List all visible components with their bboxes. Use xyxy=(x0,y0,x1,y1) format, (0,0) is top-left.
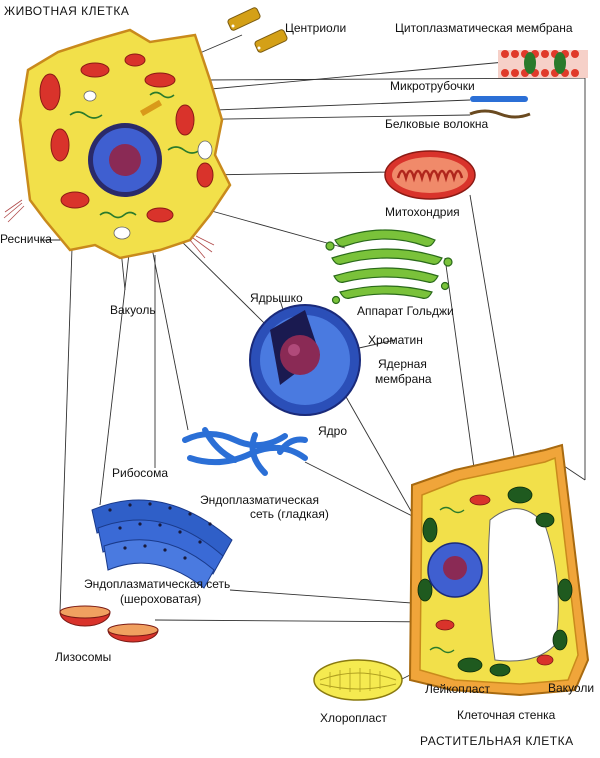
label-ribosome: Рибосома xyxy=(112,466,168,480)
rough-er-illustration xyxy=(91,499,233,589)
smooth-er-illustration xyxy=(182,427,308,476)
label-protein-fibers: Белковые волокна xyxy=(385,117,489,131)
label-nuclear-membrane-line1: Ядерная xyxy=(378,357,427,371)
label-golgi: Аппарат Гольджи xyxy=(357,304,454,318)
nucleus-illustration xyxy=(249,304,361,416)
label-rough-er-line2: (шероховатая) xyxy=(120,592,202,606)
mitochondrion-illustration xyxy=(384,150,476,200)
label-microtubules: Микротрубочки xyxy=(390,79,475,93)
label-cytoplasmic-membrane: Цитоплазматическая мембрана xyxy=(395,21,573,35)
label-chromatin: Хроматин xyxy=(368,333,423,347)
plant-cell-title: РАСТИТЕЛЬНАЯ КЛЕТКА xyxy=(420,734,574,748)
label-smooth-er-line2: сеть (гладкая) xyxy=(250,507,329,521)
label-vacuole: Вакуоль xyxy=(110,303,156,317)
microtubules-illustration xyxy=(469,96,531,119)
label-vacuoles: Вакуоли xyxy=(548,681,595,695)
plant-cell xyxy=(408,443,590,697)
label-nucleus: Ядро xyxy=(318,424,348,438)
chloroplast-illustration xyxy=(313,659,403,701)
label-mitochondrion: Митохондрия xyxy=(385,205,460,219)
label-lysosomes: Лизосомы xyxy=(55,650,112,664)
lysosomes-illustration xyxy=(59,605,159,643)
label-leucoplast: Лейкопласт xyxy=(425,682,490,696)
animal-cell xyxy=(3,28,232,260)
label-smooth-er-line1: Эндоплазматическая xyxy=(200,493,319,507)
label-nuclear-membrane-line2: мембрана xyxy=(375,372,432,386)
label-centrioles: Центриоли xyxy=(285,21,347,35)
membrane-illustration xyxy=(498,50,588,78)
label-chloroplast: Хлоропласт xyxy=(320,711,387,725)
label-cell-wall: Клеточная стенка xyxy=(457,708,556,722)
label-rough-er-line1: Эндоплазматическая сеть xyxy=(84,577,231,591)
centrioles-illustration xyxy=(227,7,288,53)
label-nucleolus: Ядрышко xyxy=(250,291,303,305)
label-cilium: Ресничка xyxy=(0,232,52,246)
golgi-illustration xyxy=(325,229,453,305)
animal-cell-title: ЖИВОТНАЯ КЛЕТКА xyxy=(4,4,130,18)
